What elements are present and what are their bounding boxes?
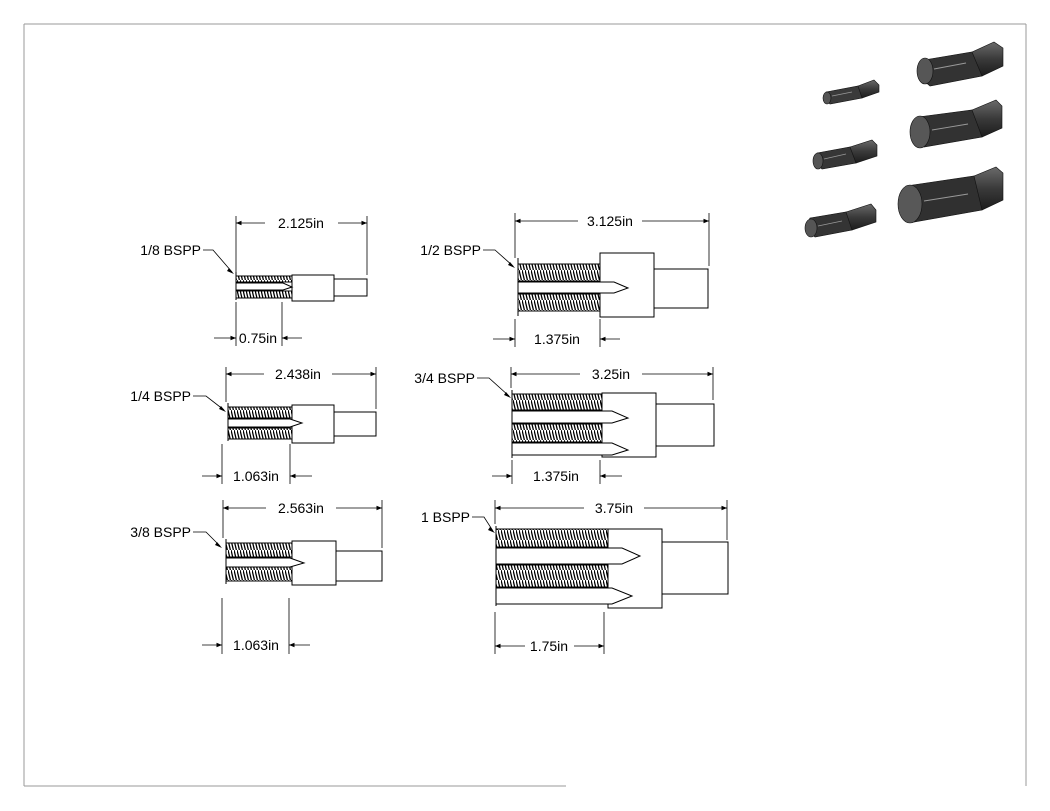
overall-length-dimension: 3.25in <box>510 366 714 400</box>
size-callout: 1 BSPP <box>421 509 495 533</box>
overall-length-label: 2.125in <box>278 215 324 231</box>
overall-length-label: 3.75in <box>595 500 633 516</box>
size-callout: 3/4 BSPP <box>414 370 511 398</box>
thread-length-dimension: 1.063in <box>202 444 312 484</box>
overall-length-label: 2.438in <box>275 366 321 382</box>
tap-body <box>225 539 383 586</box>
tap-3-4-bspp-view: 3.25in 1.375in 3/4 BSPP <box>414 366 715 484</box>
thread-length-label: 1.375in <box>533 468 579 484</box>
tap-body <box>495 526 729 609</box>
size-label: 3/4 BSPP <box>414 370 475 386</box>
tap-render-small-3 <box>804 203 877 238</box>
size-callout: 3/8 BSPP <box>130 524 222 548</box>
tap-1-8-bspp-view: 2.125in 0.75in 1/8 BSPP <box>140 215 368 346</box>
overall-length-dimension: 2.438in <box>225 366 377 409</box>
overall-length-label: 3.125in <box>587 213 633 229</box>
tap-1-4-bspp-view: 2.438in 1.063in 1/4 BSPP <box>130 366 377 484</box>
tap-1-2-bspp-view: 3.125in 1.375in 1/2 BSPP <box>420 213 710 347</box>
size-callout: 1/2 BSPP <box>420 242 515 268</box>
overall-length-label: 2.563in <box>278 500 324 516</box>
size-label: 1/4 BSPP <box>130 388 191 404</box>
tap-body <box>511 390 715 458</box>
tap-render-large-1 <box>916 41 1004 87</box>
tap-body <box>235 272 368 302</box>
thread-length-dimension: 1.375in <box>493 319 620 347</box>
size-label: 1 BSPP <box>421 509 470 525</box>
thread-length-dimension: 1.75in <box>494 612 605 654</box>
size-label: 1/8 BSPP <box>140 242 201 258</box>
tap-body <box>227 403 377 444</box>
isometric-render-group <box>804 41 1004 238</box>
tap-render-large-3 <box>897 166 1004 224</box>
size-label: 1/2 BSPP <box>420 242 481 258</box>
thread-length-dimension: 1.063in <box>202 598 310 654</box>
overall-length-dimension: 3.75in <box>494 500 728 540</box>
drawing-frame <box>23 23 1027 787</box>
overall-length-label: 3.25in <box>592 366 630 382</box>
overall-length-dimension: 3.125in <box>514 213 710 266</box>
tap-render-small-2 <box>812 139 878 170</box>
size-callout: 1/4 BSPP <box>130 388 226 412</box>
tap-3-8-bspp-view: 2.563in 1.063in 3/8 BSPP <box>130 500 383 654</box>
tap-render-large-2 <box>909 99 1003 149</box>
tap-render-small-1 <box>822 79 880 105</box>
thread-length-label: 1.75in <box>530 638 568 654</box>
tap-1-bspp-view: 3.75in 1.75in 1 BSPP <box>421 500 729 654</box>
thread-length-dimension: 0.75in <box>214 302 302 346</box>
thread-length-label: 0.75in <box>239 330 277 346</box>
size-callout: 1/8 BSPP <box>140 242 234 274</box>
thread-length-label: 1.375in <box>534 331 580 347</box>
thread-length-label: 1.063in <box>233 468 279 484</box>
size-label: 3/8 BSPP <box>130 524 191 540</box>
overall-length-dimension: 2.125in <box>235 215 368 275</box>
thread-length-label: 1.063in <box>233 637 279 653</box>
thread-length-dimension: 1.375in <box>492 460 622 484</box>
tap-body <box>517 252 709 318</box>
overall-length-dimension: 2.563in <box>222 500 383 548</box>
